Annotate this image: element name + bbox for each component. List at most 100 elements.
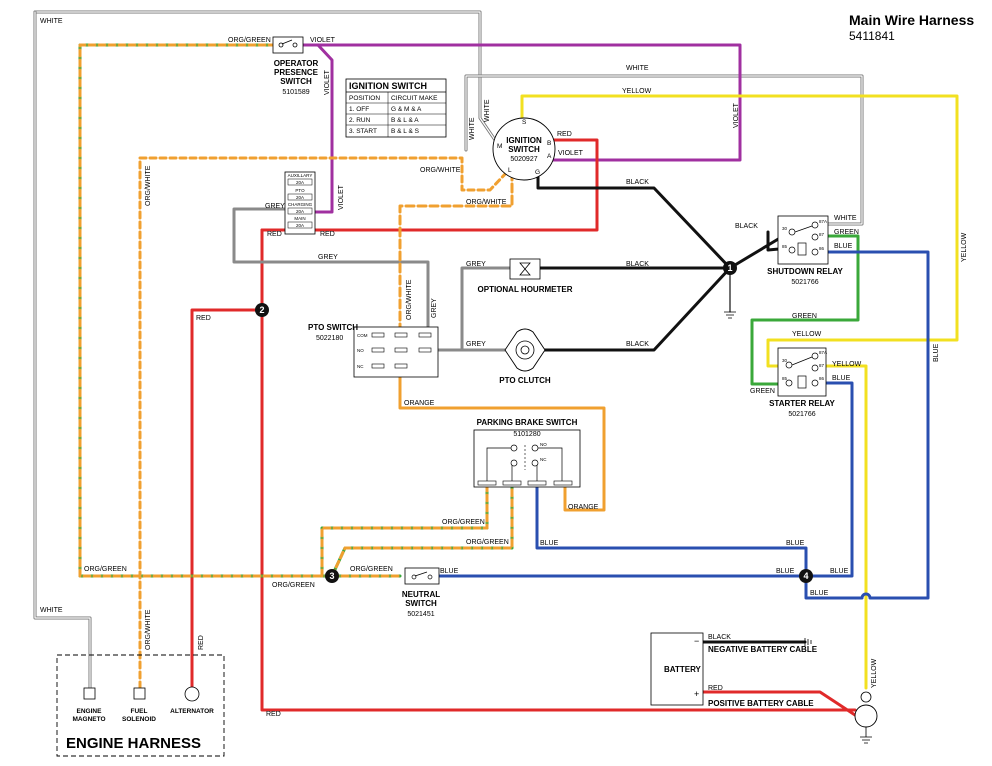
wire-label-grey: GREY [466, 341, 486, 348]
relay-pin: 86 [819, 376, 825, 381]
pto-no: NO [357, 348, 364, 353]
wire-label-yellow: YELLOW [792, 331, 822, 338]
wire-label-blue: BLUE [540, 540, 559, 547]
yellow-wires [520, 94, 959, 690]
shutdown-relay-label: SHUTDOWN RELAY [767, 267, 843, 276]
fuse-rating: 20A [296, 209, 304, 214]
wire-label-black: BLACK [735, 223, 758, 230]
brake-nc: NC [540, 457, 547, 462]
alternator-label: ALTERNATOR [170, 708, 214, 715]
operator-switch-label-2: PRESENCE [274, 68, 319, 77]
wire-label-blue: BLUE [830, 568, 849, 575]
wire-label-yellow: YELLOW [961, 232, 968, 262]
org-white-wires [138, 156, 509, 690]
operator-presence-switch: OPERATOR PRESENCE SWITCH 5101589 [272, 36, 319, 96]
brake-no: NO [540, 442, 547, 447]
ignition-terminal-a: A [547, 153, 552, 160]
wire-label-white: WHITE [40, 18, 63, 25]
wire-label-org-white: ORG/WHITE [406, 279, 413, 320]
battery: BATTERY − + NEGATIVE BATTERY CABLE POSIT… [650, 632, 818, 708]
wire-label-blue: BLUE [786, 540, 805, 547]
pto-switch: COM NO NC PTO SWITCH 5022180 [308, 323, 439, 378]
blue-wires [438, 250, 930, 600]
green-wires [750, 234, 860, 386]
fuse-label: CHARGING [288, 202, 313, 207]
wire-label-white: WHITE [626, 65, 649, 72]
wire-label-red: RED [557, 131, 572, 138]
wire-label-blue: BLUE [776, 568, 795, 575]
wire-label-org-green: ORG/GREEN [272, 582, 315, 589]
engine-harness: ENGINE MAGNETO FUEL SOLENOID ALTERNATOR … [56, 654, 225, 757]
pto-switch-part: 5022180 [316, 335, 343, 342]
starter-motor [854, 691, 878, 744]
parking-brake-part: 5101280 [513, 431, 540, 438]
ignition-part: 5020927 [510, 156, 537, 163]
wire-label-white: WHITE [40, 607, 63, 614]
wire-label-violet: VIOLET [558, 150, 584, 157]
wire-label-red: RED [267, 231, 282, 238]
wire-label-black: BLACK [626, 179, 649, 186]
table-cell: 2. RUN [349, 117, 371, 124]
wire-label-org-white: ORG/WHITE [145, 609, 152, 650]
operator-switch-label-3: SWITCH [280, 77, 312, 86]
parking-brake-switch: NO NC PARKING BRAKE SWITCH 5101280 [473, 418, 581, 488]
wire-label-yellow: YELLOW [871, 658, 878, 688]
fuse-label: MAIN [294, 216, 305, 221]
neutral-switch: NEUTRAL SWITCH 5021451 [402, 567, 440, 618]
wire-labels: WHITE WHITE WHITE WHITE WHITE WHITE ORG/… [40, 18, 968, 718]
wire-label-violet: VIOLET [324, 69, 331, 95]
wire-label-red: RED [708, 685, 723, 692]
wire-label-red: RED [196, 315, 211, 322]
wire-label-blue: BLUE [440, 568, 459, 575]
splice-2: 2 [259, 305, 264, 315]
relay-pin: 87 [819, 363, 825, 368]
wire-label-blue: BLUE [933, 343, 940, 362]
magneto-label-1: ENGINE [77, 708, 103, 715]
table-cell: B & L & S [391, 128, 420, 135]
relay-pin: 87A [819, 219, 827, 224]
pto-com: COM [357, 333, 368, 338]
ignition-switch-table: IGNITION SWITCH POSITION CIRCUIT MAKE 1.… [345, 78, 447, 138]
wire-label-orange: ORANGE [404, 400, 435, 407]
wire-label-white: WHITE [469, 117, 476, 140]
table-cell: B & L & A [391, 117, 419, 124]
ignition-terminal-s: S [522, 119, 527, 126]
positive-cable-label: POSITIVE BATTERY CABLE [708, 699, 814, 708]
hourmeter-label: OPTIONAL HOURMETER [478, 285, 573, 294]
table-header: CIRCUIT MAKE [391, 95, 438, 102]
grey-wires [232, 207, 512, 352]
starter-relay-label: STARTER RELAY [769, 399, 835, 408]
wire-label-blue: BLUE [810, 590, 829, 597]
splice-4: 4 [803, 571, 808, 581]
wire-label-org-green: ORG/GREEN [466, 539, 509, 546]
ignition-terminal-b: B [547, 140, 551, 147]
wire-label-org-green: ORG/GREEN [442, 519, 485, 526]
solenoid-label-1: FUEL [131, 708, 148, 715]
parking-brake-label: PARKING BRAKE SWITCH [477, 418, 578, 427]
negative-cable-label: NEGATIVE BATTERY CABLE [708, 645, 818, 654]
battery-label: BATTERY [664, 665, 702, 674]
violet-wires [296, 43, 742, 214]
wire-label-blue: BLUE [834, 243, 853, 250]
neutral-part: 5021451 [407, 611, 434, 618]
wire-label-org-white: ORG/WHITE [466, 199, 507, 206]
table-cell: 1. OFF [349, 106, 369, 113]
ignition-terminal-m: M [497, 143, 502, 150]
wire-label-org-green: ORG/GREEN [350, 566, 393, 573]
wire-label-black: BLACK [626, 261, 649, 268]
pto-switch-label: PTO SWITCH [308, 323, 358, 332]
pto-clutch: PTO CLUTCH [499, 328, 551, 385]
starter-relay-part: 5021766 [788, 411, 815, 418]
wire-label-red: RED [320, 231, 335, 238]
wire-label-grey: GREY [265, 203, 285, 210]
fuse-label: PTO [295, 188, 305, 193]
wire-label-red: RED [266, 711, 281, 718]
relay-pin: 87 [819, 232, 825, 237]
splice-1: 1 [727, 263, 732, 273]
ignition-label-2: SWITCH [508, 145, 540, 154]
operator-switch-part: 5101589 [282, 89, 309, 96]
diagram-title: Main Wire Harness [849, 12, 974, 28]
wire-label-black: BLACK [708, 634, 731, 641]
relay-pin: 85 [782, 376, 788, 381]
